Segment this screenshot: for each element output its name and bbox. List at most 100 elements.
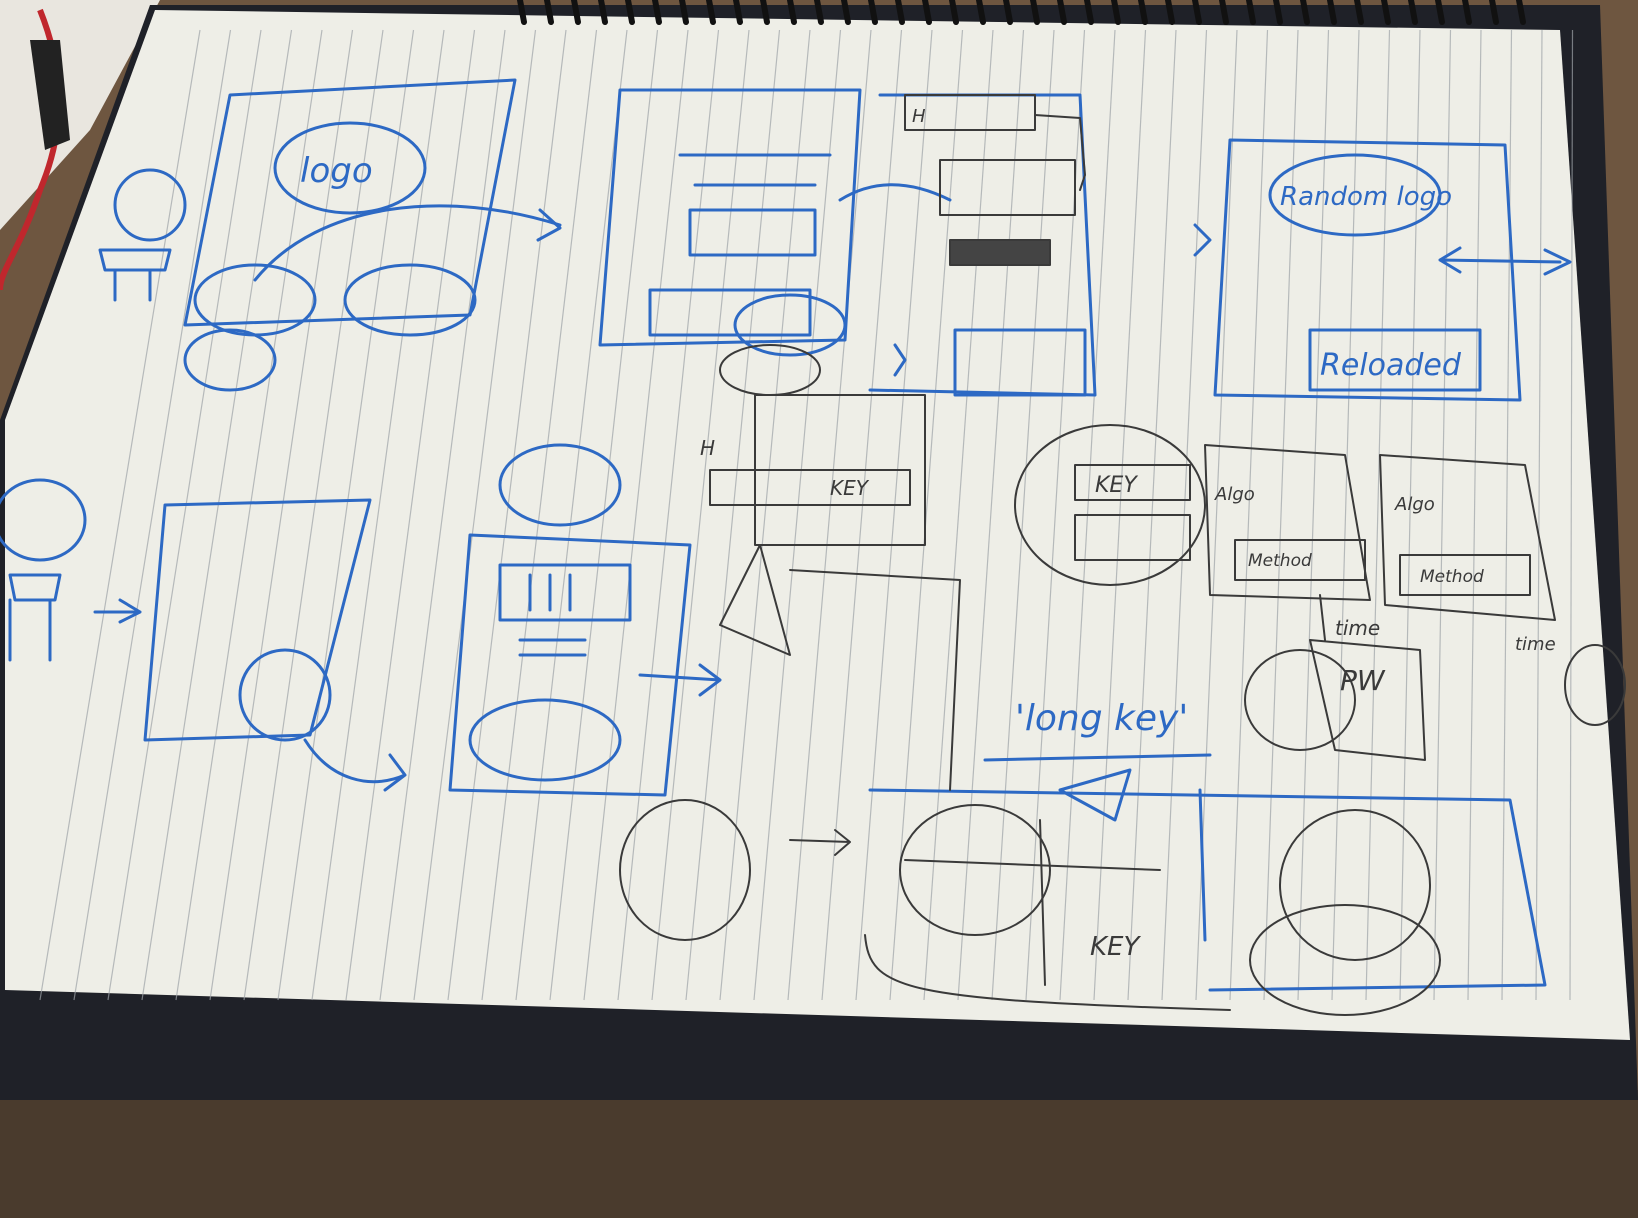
- spiral-loop: [1435, 0, 1445, 25]
- label-h-b: H: [700, 436, 715, 460]
- spiral-loop: [895, 0, 905, 25]
- blue-sketches: [0, 78, 1572, 992]
- spiral-loop: [1057, 0, 1067, 25]
- spiral-loop: [1381, 0, 1391, 25]
- label-key-b: KEY: [1095, 473, 1138, 498]
- label-time-a: time: [1335, 616, 1380, 640]
- spiral-loop: [976, 0, 986, 25]
- ruled-line: [141, 29, 293, 1001]
- table-bottom: [0, 1090, 1638, 1218]
- phone-sketch-6: [448, 533, 692, 797]
- spiral-loop: [652, 0, 662, 25]
- ruled-line: [1535, 29, 1543, 1001]
- spiral-loop: [1489, 0, 1499, 25]
- spiral-loop: [787, 0, 797, 25]
- spiral-loop: [814, 0, 824, 25]
- ruled-line: [1399, 29, 1421, 1001]
- ruled-line: [1263, 29, 1299, 1001]
- ruled-line: [957, 29, 1025, 1001]
- ruled-line: [1229, 29, 1269, 1001]
- spiral-loop: [625, 0, 635, 25]
- spiral-loop: [1030, 0, 1040, 25]
- spiral-loop: [598, 0, 608, 25]
- spiral-loop: [706, 0, 716, 25]
- ruled-line: [753, 29, 842, 1001]
- label-pw: PW: [1340, 664, 1386, 697]
- ruled-line: [277, 29, 415, 1001]
- person-head-icon-2: [0, 478, 87, 562]
- ruled-line: [821, 29, 903, 1001]
- label-long-key: 'long key': [1015, 698, 1188, 739]
- label-random-logo: Random logo: [1280, 182, 1452, 212]
- spiral-loop: [544, 0, 554, 25]
- spiral-loop: [760, 0, 770, 25]
- ruled-line: [549, 29, 659, 1001]
- spiral-loop: [1354, 0, 1364, 25]
- ruled-line: [583, 29, 689, 1001]
- label-key-a: KEY: [830, 476, 870, 500]
- spiral-loop: [1192, 0, 1202, 25]
- spiral-loop: [1327, 0, 1337, 25]
- label-logo: logo: [300, 151, 373, 191]
- ruled-line: [107, 29, 262, 1001]
- ruled-line: [1433, 29, 1452, 1001]
- logo-circle: [273, 121, 427, 215]
- spiral-loop: [733, 0, 743, 25]
- ruled-line: [923, 29, 994, 1001]
- ruled-line: [413, 29, 537, 1001]
- ruled-line: [311, 29, 445, 1001]
- pencil-labels: H H KEY KEY KEY Algo Algo Method Method …: [700, 106, 1556, 962]
- spiral-loop: [1300, 0, 1310, 25]
- ruled-lines: [39, 29, 1574, 1001]
- spiral-loop: [1003, 0, 1013, 25]
- ruled-line: [1467, 29, 1482, 1001]
- spiral-loop: [1138, 0, 1148, 25]
- spiral-loop: [1408, 0, 1418, 25]
- spiral-loop: [1246, 0, 1256, 25]
- ruled-line: [855, 29, 933, 1001]
- spiral-loop: [517, 0, 527, 25]
- ruled-line: [209, 29, 354, 1001]
- spiral-loop: [1111, 0, 1121, 25]
- spiral-loop: [949, 0, 959, 25]
- spiral-loop: [1462, 0, 1472, 25]
- ruled-line: [481, 29, 598, 1001]
- ruled-line: [991, 29, 1055, 1001]
- ruled-line: [1331, 29, 1360, 1001]
- ruled-line: [1501, 29, 1513, 1001]
- spiral-loop: [841, 0, 851, 25]
- ruled-line: [719, 29, 811, 1001]
- spiral-loop: [922, 0, 932, 25]
- ruled-line: [1365, 29, 1391, 1001]
- label-algo-b: Algo: [1394, 494, 1435, 515]
- ruled-line: [73, 29, 232, 1001]
- random-logo-circle: [1268, 153, 1442, 237]
- ruled-line: [889, 29, 964, 1001]
- ruled-line: [1297, 29, 1330, 1001]
- phone-sketch-2: [598, 88, 862, 347]
- spiral-loop: [1219, 0, 1229, 25]
- ruled-line: [515, 29, 628, 1001]
- spiral-loop: [679, 0, 689, 25]
- ruled-line: [39, 29, 201, 1001]
- blue-labels: logo Random logo Reloaded 'long key': [300, 151, 1462, 739]
- label-h-a: H: [912, 106, 926, 127]
- ruled-line: [243, 29, 384, 1001]
- spiral-loop: [1165, 0, 1175, 25]
- label-method-b: Method: [1420, 567, 1484, 587]
- spiral-loop: [571, 0, 581, 25]
- person-head-icon: [113, 168, 187, 242]
- pencil-sketches: [619, 94, 1626, 1016]
- label-method-a: Method: [1248, 551, 1312, 571]
- spiral-loop: [1516, 0, 1526, 25]
- ruled-line: [617, 29, 720, 1001]
- ruled-line: [1569, 29, 1574, 1001]
- ruled-line: [685, 29, 781, 1001]
- phone-sketch-5: [143, 498, 372, 742]
- ruled-line: [651, 29, 750, 1001]
- spiral-loop: [868, 0, 878, 25]
- label-time-b: time: [1515, 634, 1556, 655]
- label-algo-a: Algo: [1214, 484, 1255, 505]
- label-key-c: KEY: [1090, 932, 1141, 962]
